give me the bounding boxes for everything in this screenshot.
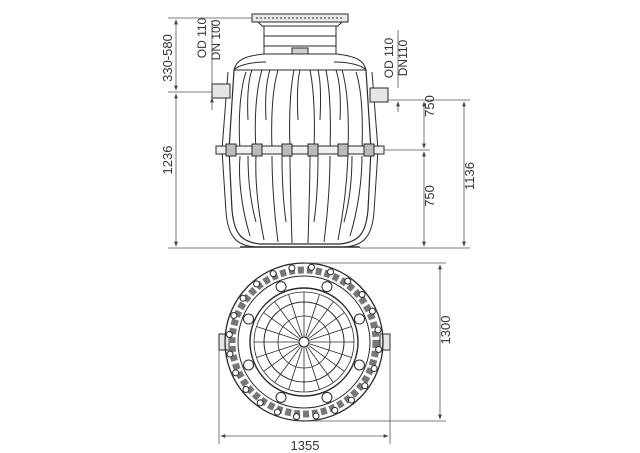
cover-bolt (275, 391, 287, 403)
cover-spokes (254, 292, 354, 392)
rim-stud (293, 413, 301, 421)
top-dimensions (218, 262, 446, 444)
cover-spoke (308, 312, 345, 339)
rim-stud (242, 385, 250, 393)
rim-stud (312, 412, 320, 420)
rim-stud (225, 331, 233, 339)
cover-bolt (243, 359, 255, 371)
dim-inlet-dn: DN 100 (209, 19, 223, 60)
cover-spoke (274, 301, 301, 338)
outlet-pipe (369, 87, 389, 103)
cover-spoke (263, 345, 300, 372)
rim-stud (375, 345, 383, 353)
rim-stud (232, 369, 240, 377)
cover-spoke (256, 343, 299, 358)
cover-bolt (321, 281, 333, 293)
rim-stud (226, 350, 234, 358)
cover-bolt (243, 313, 255, 325)
cover-hub (298, 336, 310, 348)
belt-clamps (225, 143, 375, 157)
rim-stud (327, 268, 335, 276)
rim-stud (347, 396, 355, 404)
top-dimension-labels: 1300 1355 (291, 316, 453, 453)
dim-top-height: 330-580 (160, 34, 175, 82)
outer-rib-ring (228, 266, 380, 418)
tank-body (228, 69, 372, 245)
tank-shoulder (233, 53, 367, 71)
rim-stud (273, 408, 281, 416)
side-dimension-labels: 330-580 1236 OD 110 DN 100 OD 110 DN110 … (160, 17, 477, 206)
cover-spoke (309, 326, 352, 341)
rim-stud (374, 326, 382, 334)
dim-lower-750: 750 (422, 185, 437, 207)
cover-rim (249, 287, 359, 397)
cover-flange (257, 21, 343, 27)
rim-stud (307, 263, 315, 271)
rim-stud (331, 406, 339, 414)
rim-stud (344, 277, 352, 285)
dim-diameter-vertical: 1300 (438, 316, 453, 345)
cover-bolt (353, 313, 365, 325)
cover-spoke (288, 294, 303, 337)
dim-total-height: 1236 (160, 146, 175, 175)
upper-ribs (233, 61, 367, 151)
cover-bolts (243, 281, 365, 403)
rim-stud (358, 291, 366, 299)
cover-spoke (288, 347, 303, 390)
rim-stud (239, 294, 247, 302)
dim-upper-750: 750 (422, 95, 437, 117)
dim-outlet-to-bottom: 1136 (462, 162, 477, 190)
rim-stud (269, 270, 277, 278)
rim-stud (370, 365, 378, 373)
rim-stud (368, 307, 376, 315)
cover-bolt (353, 359, 365, 371)
rim-stud (288, 264, 296, 272)
cover-bolt (275, 281, 287, 293)
dim-diameter-horizontal: 1355 (291, 438, 320, 453)
cover-spoke (305, 294, 320, 337)
cover-spoke (309, 343, 352, 358)
cover-spoke (307, 301, 334, 338)
cover-spoke (274, 346, 301, 383)
side-dimensions (168, 17, 470, 249)
rim-stud (361, 382, 369, 390)
outlet-stub (379, 333, 391, 351)
cover-spoke (307, 346, 334, 383)
belt-band (215, 145, 385, 155)
cover-bolt (321, 391, 333, 403)
rim-studs (225, 263, 383, 421)
cover-spoke (263, 312, 300, 339)
dim-outlet-od: OD 110 (382, 37, 396, 78)
top-view (218, 262, 391, 422)
cover-spoke (305, 347, 320, 390)
inlet-pipe (211, 83, 231, 99)
lower-ribs (239, 155, 363, 244)
cover-spoke (308, 345, 345, 372)
side-view (211, 13, 389, 248)
dim-outlet-dn: DN110 (396, 39, 410, 76)
rim-stud (253, 280, 261, 288)
cover-spoke (256, 326, 299, 341)
dim-inlet-od: OD 110 (195, 17, 209, 58)
rim-stud (230, 311, 238, 319)
rim-stud (256, 399, 264, 407)
